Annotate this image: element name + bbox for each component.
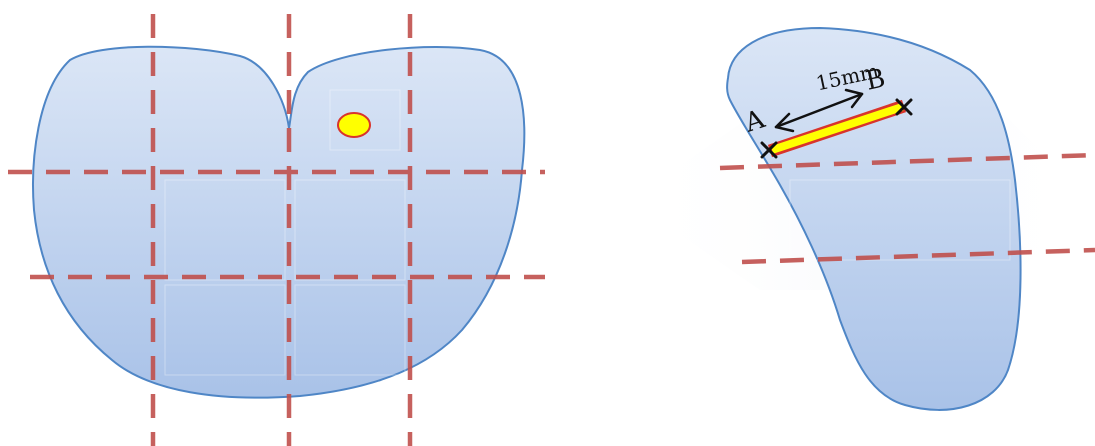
slice-outline [726, 26, 1022, 411]
inner-grid [164, 89, 406, 376]
right-horizontal-cut-line-2 [741, 247, 1095, 265]
slice-inner-grid [789, 179, 1011, 261]
double-arrow-icon [774, 88, 864, 133]
right-cut-lines [719, 152, 1095, 265]
x-marker-b [895, 98, 913, 116]
measurement-bar-fill [770, 103, 904, 154]
organ-outline [32, 45, 526, 399]
right-horizontal-cut-line-1 [719, 152, 1095, 171]
lesion-marker [337, 112, 371, 138]
left-cut-lines [8, 14, 545, 446]
left-panel [8, 14, 545, 446]
x-marker-a [760, 141, 778, 159]
right-panel: 15mm A B [630, 26, 1095, 411]
